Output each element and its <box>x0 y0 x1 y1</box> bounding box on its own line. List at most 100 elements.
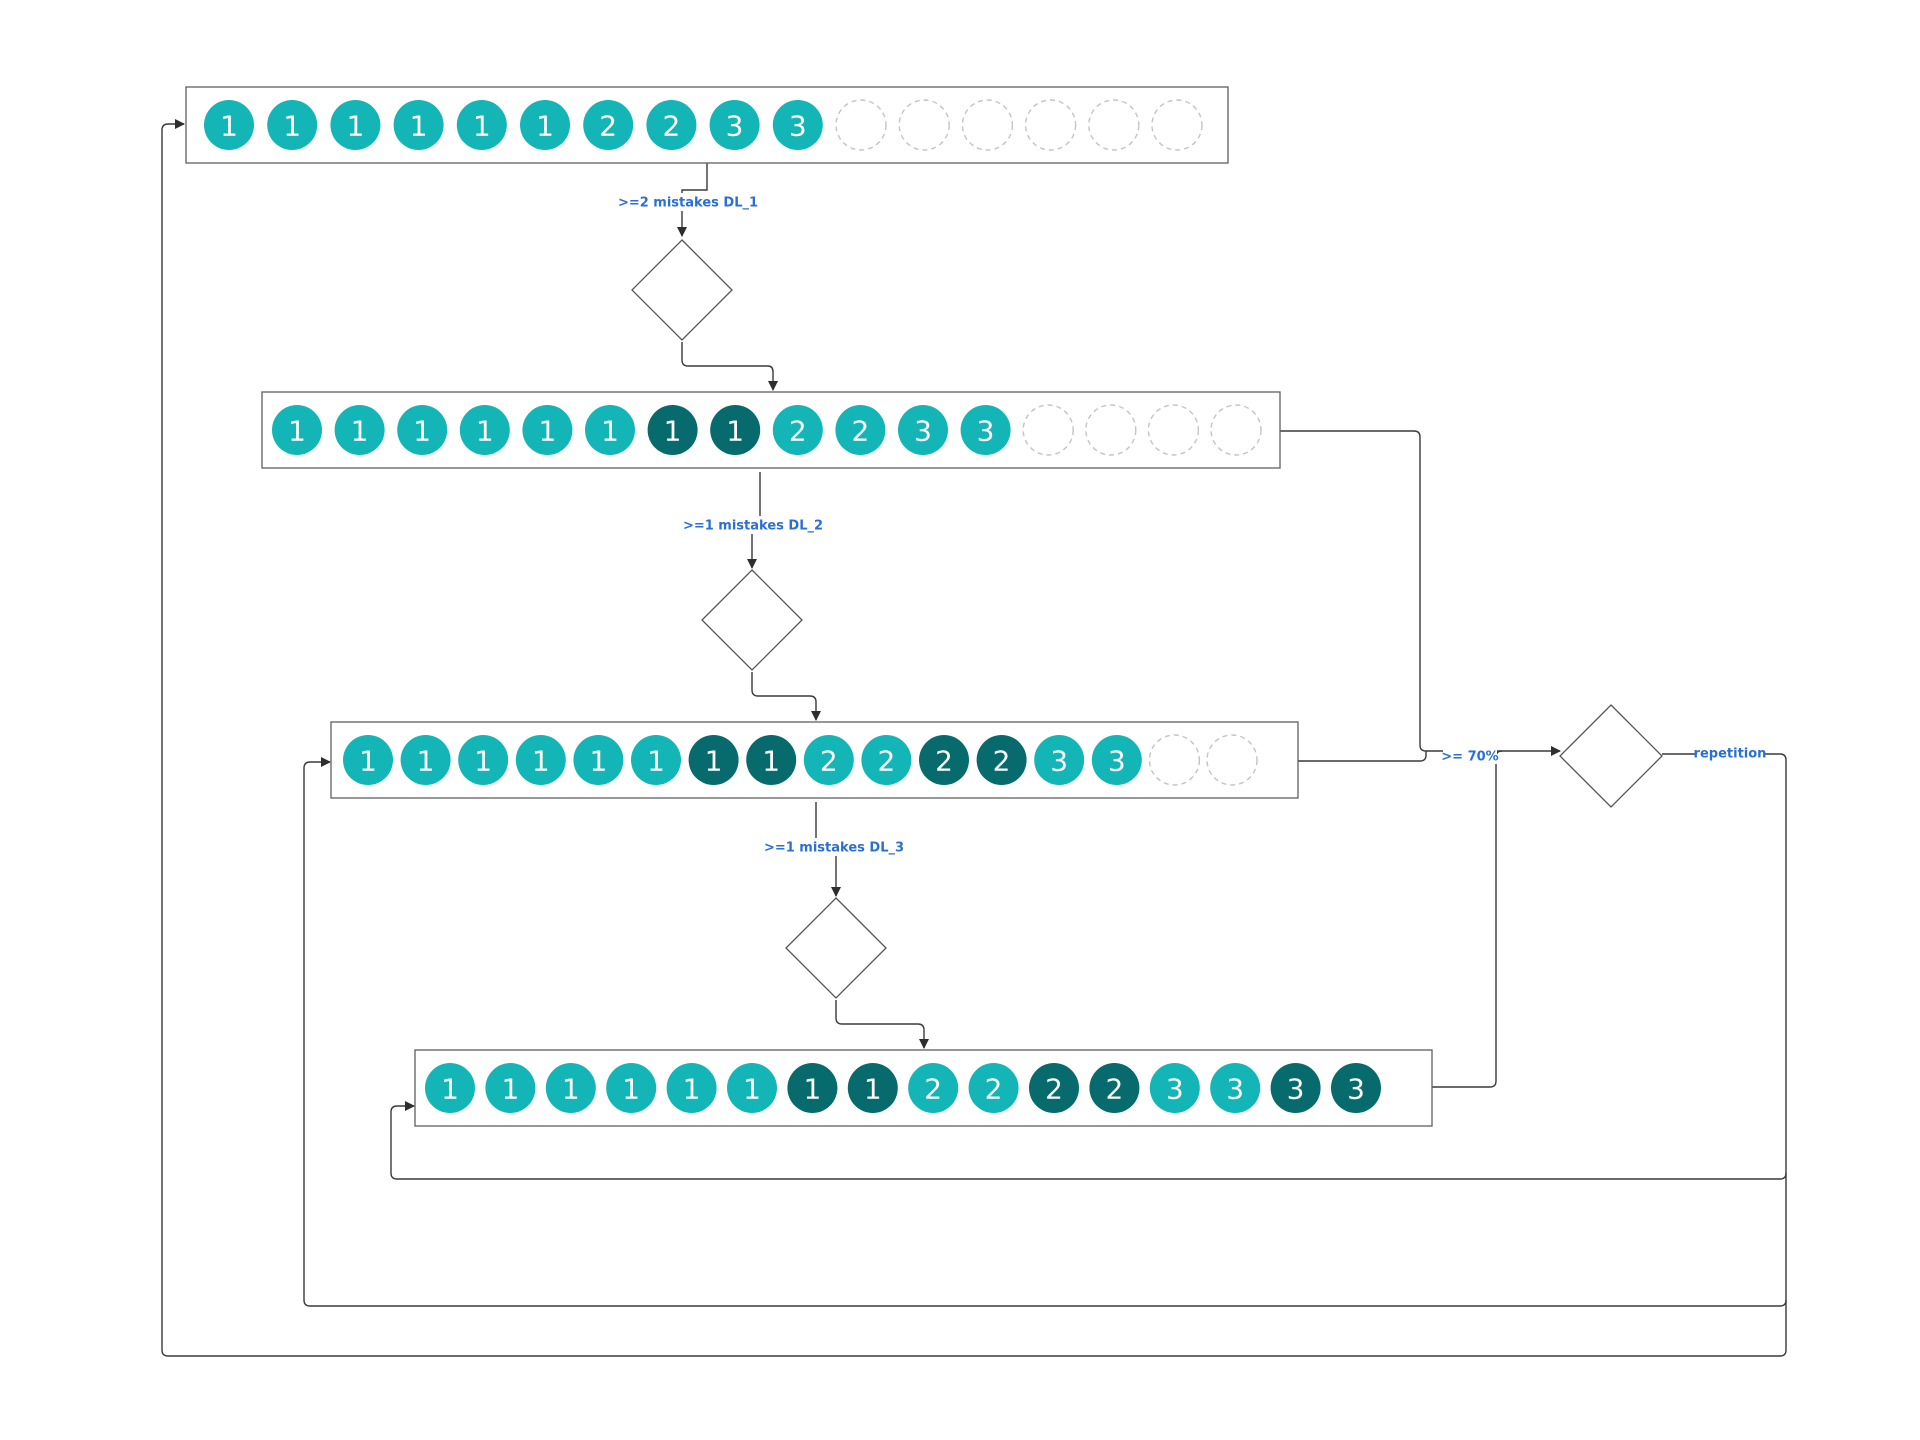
item-circle <box>835 405 886 455</box>
item-number: 1 <box>803 1073 821 1106</box>
edge-diamond2-to-row3 <box>751 672 821 721</box>
item-number: 2 <box>1045 1073 1063 1106</box>
dl1-mistakes-label: >=2 mistakes DL_1 <box>618 196 758 211</box>
dark-item-circle <box>647 405 698 455</box>
item-circle <box>606 1063 657 1113</box>
edge-diamond1-to-row2 <box>681 342 778 391</box>
item-circle <box>204 100 254 150</box>
item-circle <box>267 100 318 150</box>
empty-slot-circle <box>1024 99 1077 151</box>
item-circle <box>400 735 451 785</box>
dark-item-circle <box>1331 1063 1381 1113</box>
empty-slot-circle <box>835 99 887 151</box>
empty-slot-circle <box>1210 404 1262 456</box>
empty-slot-circle <box>1206 734 1258 786</box>
item-circle <box>1210 1063 1261 1113</box>
item-number: 1 <box>473 110 491 143</box>
item-circle <box>1149 1063 1200 1113</box>
item-number: 1 <box>536 110 554 143</box>
empty-slot-circle <box>1085 404 1137 456</box>
item-number: 3 <box>1347 1073 1365 1106</box>
item-circle <box>583 100 634 150</box>
edge-row2-to-threshold <box>1280 430 1561 756</box>
item-number: 1 <box>705 745 723 778</box>
item-circle <box>520 100 570 150</box>
dark-item-circle <box>847 1063 898 1113</box>
item-circle <box>803 735 854 785</box>
item-number: 3 <box>977 415 995 448</box>
item-number: 1 <box>647 745 665 778</box>
repetition-label-bg <box>1695 745 1765 761</box>
dark-item-circle <box>1270 1063 1321 1113</box>
dl2-mistakes-label: >=1 mistakes DL_2 <box>683 519 823 534</box>
item-number: 1 <box>743 1073 761 1106</box>
item-number: 2 <box>789 415 807 448</box>
decision-diamond-2 <box>701 569 803 671</box>
item-number: 2 <box>985 1073 1003 1106</box>
item-circle <box>515 735 566 785</box>
edge-repetition-inner <box>390 1101 1787 1180</box>
item-number: 1 <box>220 110 238 143</box>
empty-slot-circle <box>1147 404 1200 456</box>
dark-item-circle <box>710 405 761 455</box>
item-number: 1 <box>664 415 682 448</box>
item-number: 2 <box>877 745 895 778</box>
item-circle <box>330 100 381 150</box>
item-circle <box>458 735 509 785</box>
item-number: 1 <box>622 1073 640 1106</box>
item-circle <box>343 735 393 785</box>
edge-row3-to-threshold <box>1298 751 1427 762</box>
item-number: 1 <box>538 415 556 448</box>
empty-slot-circle <box>1088 99 1140 151</box>
empty-slot-circle <box>1022 404 1074 456</box>
item-number: 1 <box>413 415 431 448</box>
item-circle <box>709 100 760 150</box>
item-number: 1 <box>762 745 780 778</box>
item-circle <box>960 405 1011 455</box>
item-number: 1 <box>417 745 435 778</box>
decision-diamond-1 <box>631 239 733 341</box>
item-number: 3 <box>1050 745 1068 778</box>
item-circle <box>898 405 948 455</box>
item-number: 2 <box>599 110 617 143</box>
item-number: 1 <box>441 1073 459 1106</box>
item-circle <box>772 100 823 150</box>
item-number: 1 <box>589 745 607 778</box>
repetition-label: repetition <box>1694 747 1767 762</box>
item-number: 3 <box>726 110 744 143</box>
item-number: 1 <box>532 745 550 778</box>
item-circle <box>485 1063 536 1113</box>
item-number: 1 <box>562 1073 580 1106</box>
item-circle <box>545 1063 596 1113</box>
connectors <box>161 119 1787 1357</box>
empty-slot-circle <box>1151 99 1203 151</box>
threshold-label: >= 70% <box>1441 750 1498 765</box>
item-number: 3 <box>1166 1073 1184 1106</box>
edge-row4-to-threshold <box>1432 750 1503 1088</box>
item-circle <box>1034 735 1085 785</box>
item-circle <box>459 405 510 455</box>
item-circle <box>727 1063 777 1113</box>
item-number: 1 <box>864 1073 882 1106</box>
item-circle <box>272 405 322 455</box>
item-number: 3 <box>1226 1073 1244 1106</box>
empty-slot-circle <box>1148 734 1201 786</box>
item-number: 1 <box>726 415 744 448</box>
item-circle <box>573 735 624 785</box>
dark-item-circle <box>746 735 797 785</box>
item-number: 1 <box>283 110 301 143</box>
item-circle <box>666 1063 717 1113</box>
dark-item-circle <box>1029 1063 1079 1113</box>
edge-repetition-outer <box>161 119 1787 1357</box>
item-number: 1 <box>476 415 494 448</box>
item-number: 2 <box>993 745 1011 778</box>
empty-slot-circle <box>898 99 950 151</box>
item-circle <box>334 405 385 455</box>
item-number: 1 <box>288 415 306 448</box>
item-circle <box>861 735 912 785</box>
item-circle <box>585 405 635 455</box>
dl3-label-bg <box>767 838 895 856</box>
